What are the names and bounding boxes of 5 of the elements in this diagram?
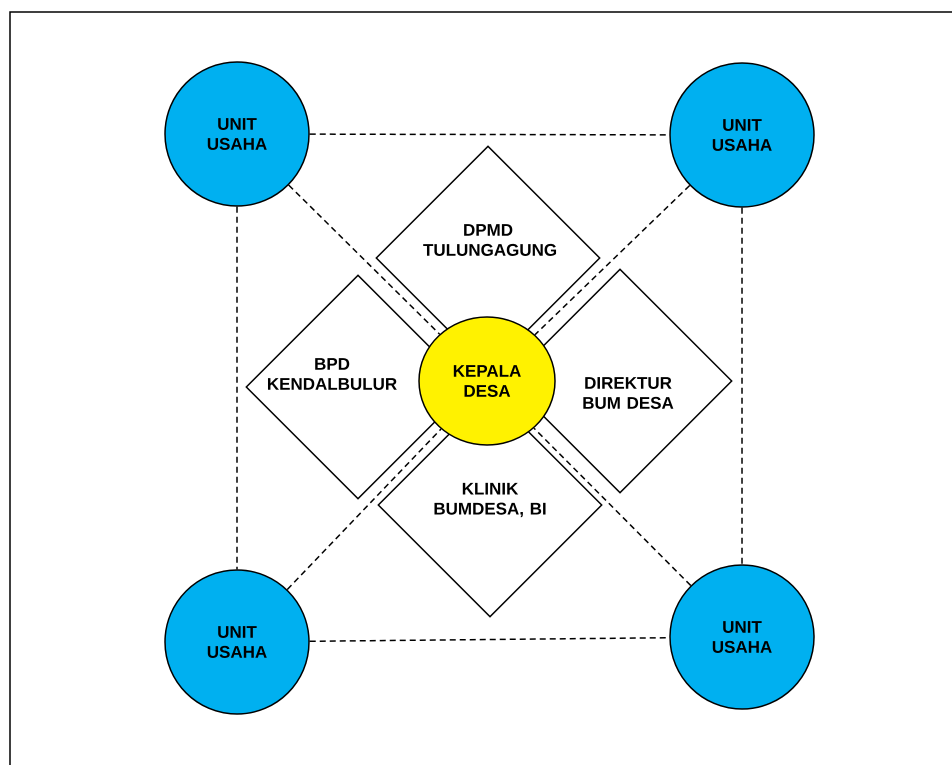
connector [288, 184, 440, 335]
connector [534, 428, 692, 586]
connector [236, 206, 238, 570]
connector [286, 428, 442, 590]
connector [741, 208, 743, 564]
